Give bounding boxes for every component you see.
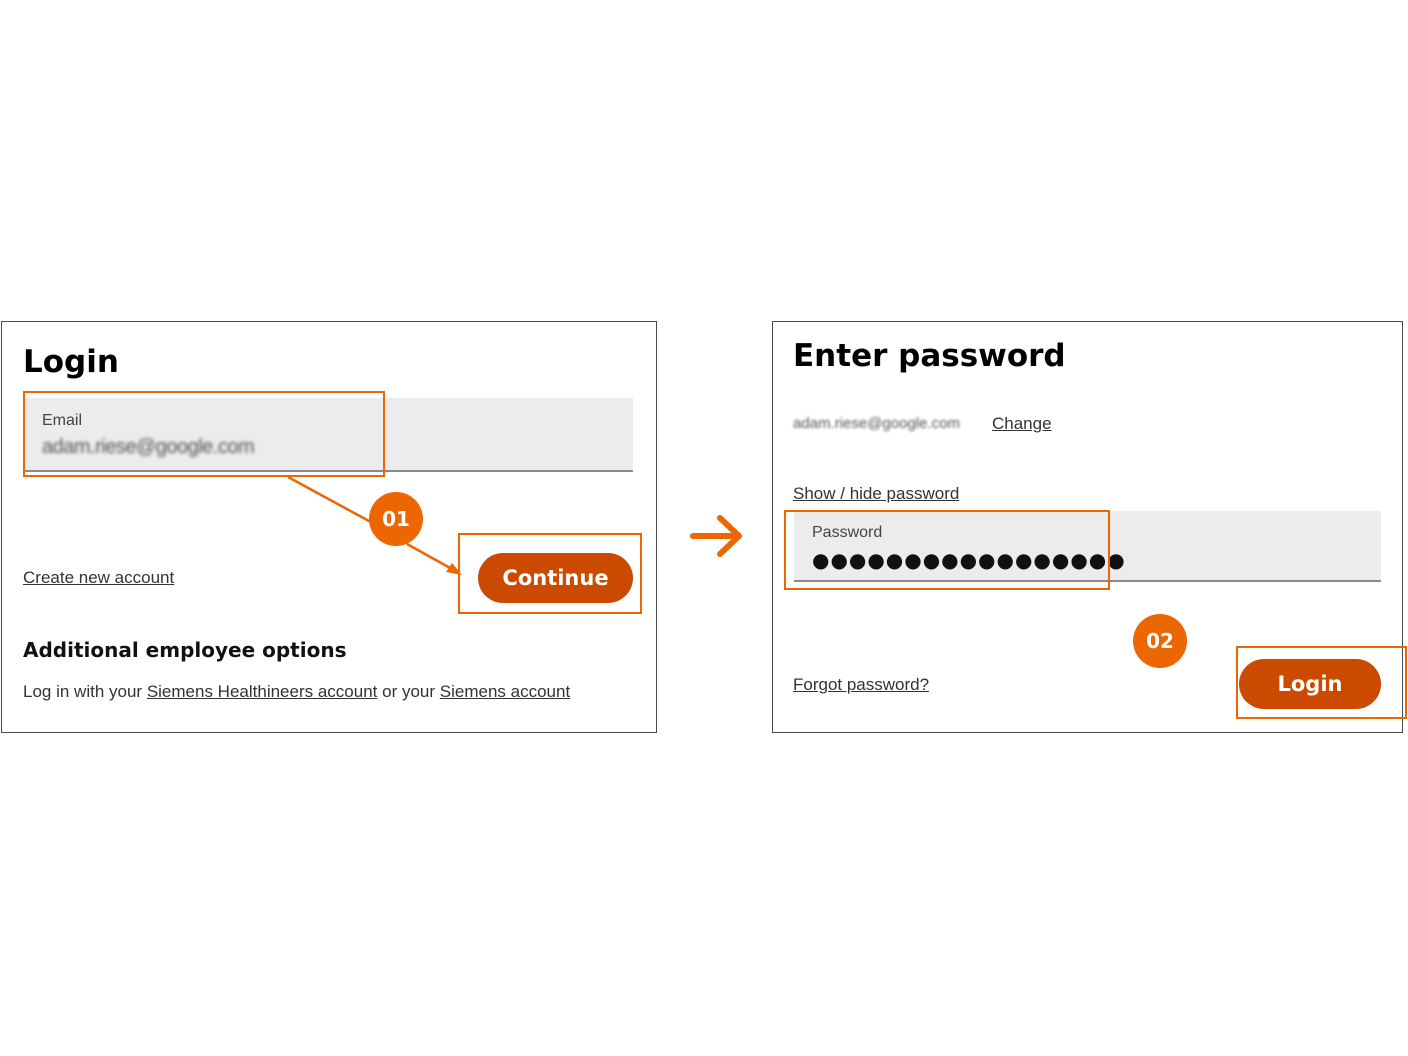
create-account-link[interactable]: Create new account [23, 568, 175, 587]
entered-email-value: adam.riese@google.com [793, 415, 960, 432]
login-options-text: Log in with your Siemens Healthineers ac… [23, 682, 570, 702]
continue-button[interactable]: Continue [478, 553, 633, 603]
enter-password-title: Enter password [793, 338, 1066, 374]
siemens-healthineers-account-link[interactable]: Siemens Healthineers account [146, 682, 378, 701]
arrow-right-icon [690, 515, 742, 557]
show-hide-password-link[interactable]: Show / hide password [793, 484, 960, 503]
login-title: Login [23, 344, 119, 380]
additional-options-heading: Additional employee options [23, 638, 347, 662]
forgot-password-link[interactable]: Forgot password? [793, 675, 930, 694]
email-label: Email [42, 412, 83, 429]
siemens-account-link[interactable]: Siemens account [439, 682, 571, 701]
email-field[interactable]: Email adam.riese@google.com [24, 398, 633, 472]
password-field[interactable]: Password ●●●●●●●●●●●●●●●●● [794, 511, 1381, 582]
password-panel: Enter password adam.riese@google.com Cha… [772, 321, 1403, 733]
password-masked-value: ●●●●●●●●●●●●●●●●● [812, 548, 1126, 572]
step-badge-02: 02 [1133, 614, 1187, 668]
step-badge-01: 01 [369, 492, 423, 546]
login-panel: Login Email adam.riese@google.com Create… [1, 321, 657, 733]
login-with-prefix: Log in with your [23, 682, 143, 701]
change-email-link[interactable]: Change [992, 414, 1052, 433]
or-your-text: or your [382, 682, 436, 701]
password-label: Password [812, 524, 883, 541]
email-value: adam.riese@google.com [42, 436, 255, 458]
login-button[interactable]: Login [1239, 659, 1381, 709]
